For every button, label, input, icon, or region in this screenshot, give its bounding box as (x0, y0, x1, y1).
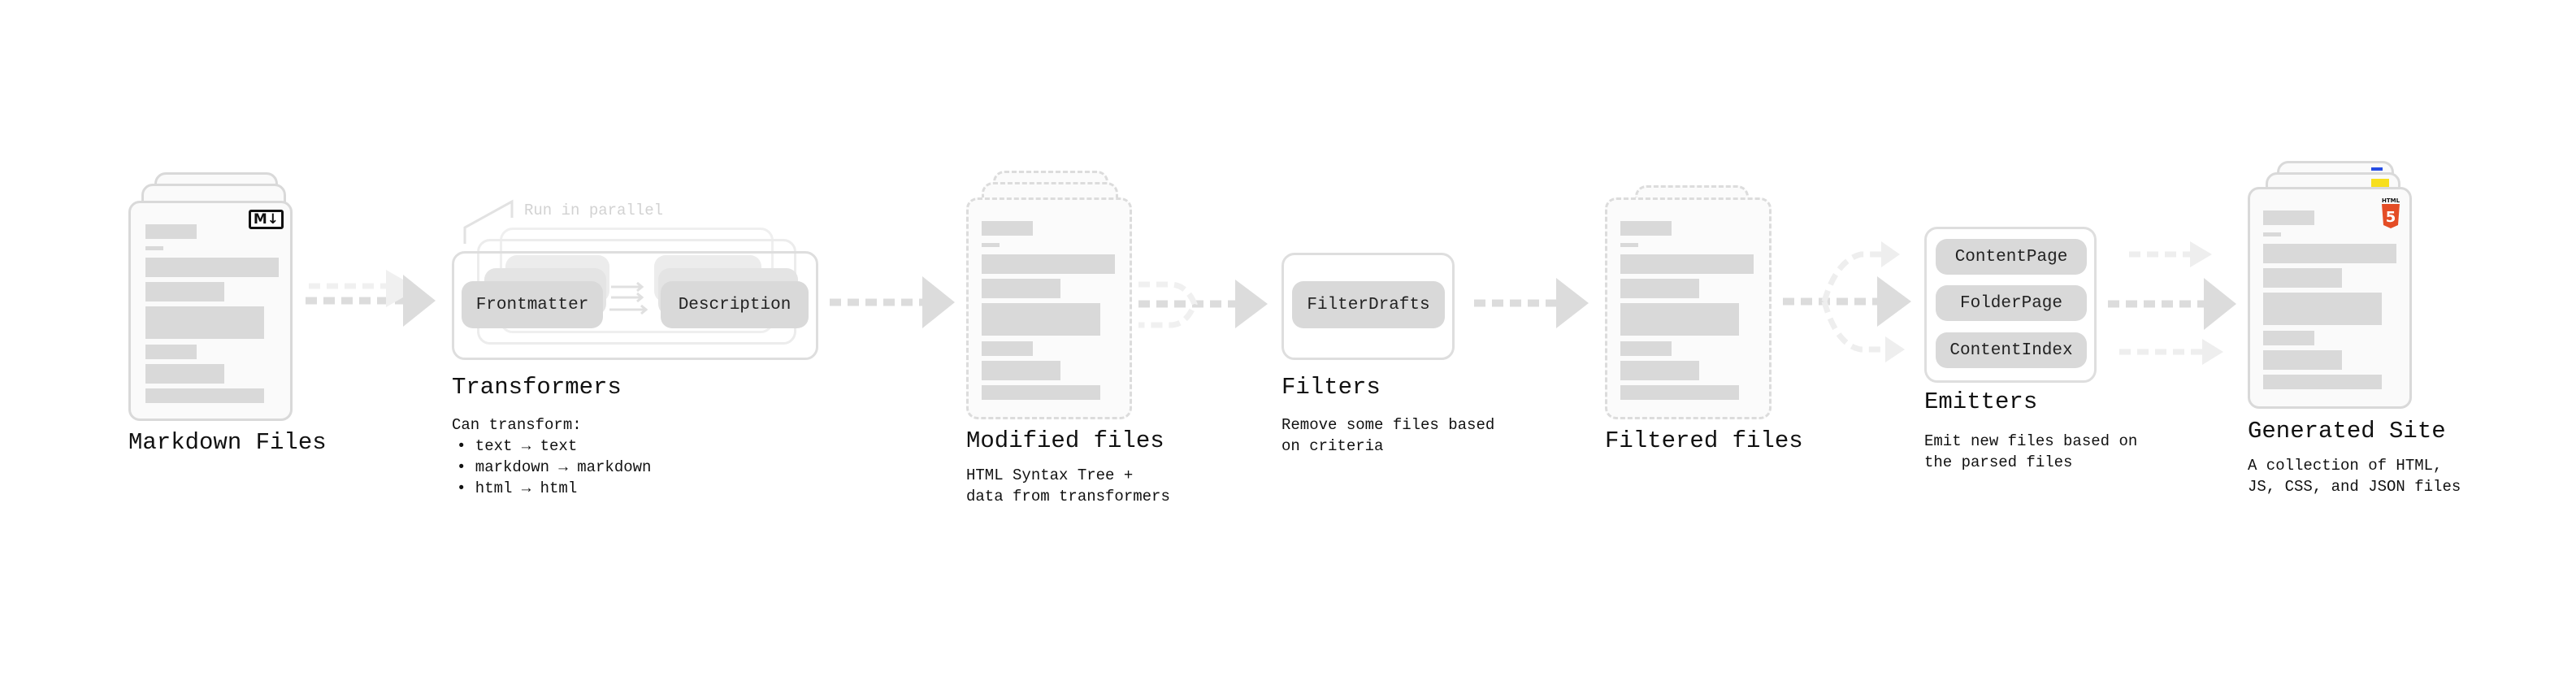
arrow-head (2204, 278, 2236, 330)
plugin-contentpage: ContentPage (1936, 239, 2087, 275)
transformers-desc-item: • markdown → markdown (457, 458, 652, 476)
modified-files-title: Modified files (966, 427, 1164, 454)
plugin-contentindex: ContentIndex (1936, 332, 2087, 368)
filters-title: Filters (1281, 374, 1381, 401)
arrow-head (1556, 278, 1589, 328)
arrow-head (922, 276, 955, 328)
filtered-files-title: Filtered files (1605, 427, 1803, 454)
arrow-head (386, 270, 418, 307)
markdown-files-title: Markdown Files (128, 429, 327, 456)
parallel-note: Run in parallel (524, 202, 664, 219)
arrow-head (403, 275, 436, 327)
arrow-head (1877, 276, 1911, 327)
modified-file-card (966, 197, 1132, 419)
plugin-filterdrafts: FilterDrafts (1292, 281, 1445, 328)
plugin-chain-arrows (609, 281, 648, 315)
transformers-desc-item: • html → html (457, 479, 578, 497)
emitters-desc: Emit new files based on the parsed files (1924, 432, 2138, 471)
transformers-box (452, 251, 818, 360)
arrow-head (2202, 339, 2223, 365)
css-icon (2371, 167, 2383, 171)
parallel-bracket (463, 199, 514, 244)
plugin-frontmatter: Frontmatter (462, 281, 603, 328)
generated-site-title: Generated Site (2248, 418, 2446, 445)
html5-icon: HTML 5 (2380, 197, 2401, 228)
svg-text:5: 5 (2386, 209, 2396, 226)
markdown-icon: M↓ (248, 210, 284, 229)
arrow-head (1235, 280, 1268, 328)
filtered-file-card (1605, 197, 1772, 419)
arrow-head (1881, 241, 1900, 267)
generated-site-card: HTML 5 (2248, 187, 2412, 409)
generated-site-desc: A collection of HTML, JS, CSS, and JSON … (2248, 457, 2461, 496)
transformers-desc-item: • text → text (457, 437, 578, 455)
plugin-folderpage: FolderPage (1936, 285, 2087, 321)
arrow-head (2190, 241, 2212, 267)
arrow-head (1885, 336, 1905, 362)
emitters-title: Emitters (1924, 388, 2038, 415)
modified-files-desc: HTML Syntax Tree + data from transformer… (966, 466, 1170, 505)
transformers-title: Transformers (452, 374, 622, 401)
transformers-desc-heading: Can transform: (452, 416, 582, 434)
markdown-file-card: M↓ (128, 201, 293, 421)
plugin-description: Description (661, 281, 809, 328)
filters-desc: Remove some files based on criteria (1281, 416, 1495, 455)
